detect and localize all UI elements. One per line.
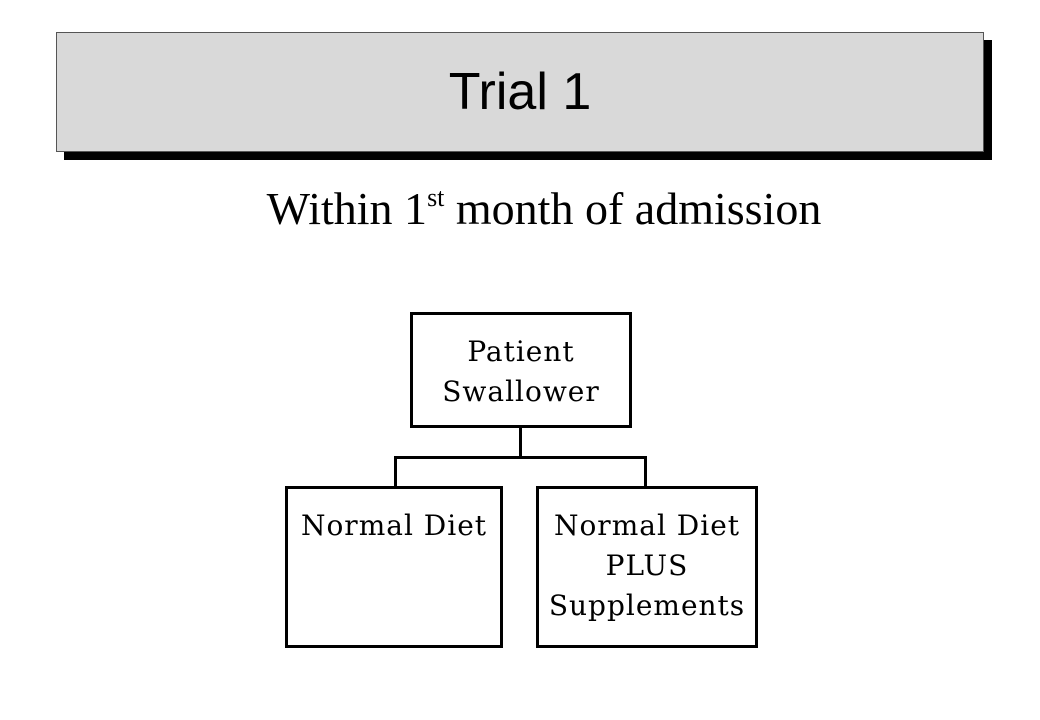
node-line: Normal Diet bbox=[300, 509, 488, 542]
node-normal-diet: Normal Diet bbox=[285, 486, 503, 648]
node-line: PLUS bbox=[605, 549, 689, 582]
node-normal-diet-plus-supplements: Normal Diet PLUS Supplements bbox=[536, 486, 758, 648]
slide-title: Trial 1 bbox=[448, 63, 592, 121]
connector-root-down bbox=[519, 426, 522, 458]
node-line: Swallower bbox=[442, 375, 600, 408]
subtitle-suffix: month of admission bbox=[444, 183, 822, 234]
title-banner: Trial 1 bbox=[56, 32, 984, 152]
subtitle-prefix: Within 1 bbox=[266, 183, 428, 234]
node-line: Supplements bbox=[548, 589, 746, 622]
connector-right-down bbox=[644, 456, 647, 488]
node-line: Normal Diet bbox=[553, 509, 741, 542]
node-line: Patient bbox=[467, 335, 575, 368]
node-patient-swallower: Patient Swallower bbox=[410, 312, 632, 428]
connector-left-down bbox=[394, 456, 397, 488]
subtitle-superscript: st bbox=[427, 183, 445, 212]
connector-horizontal bbox=[394, 456, 647, 459]
slide-subtitle: Within 1st month of admission bbox=[0, 182, 1040, 235]
